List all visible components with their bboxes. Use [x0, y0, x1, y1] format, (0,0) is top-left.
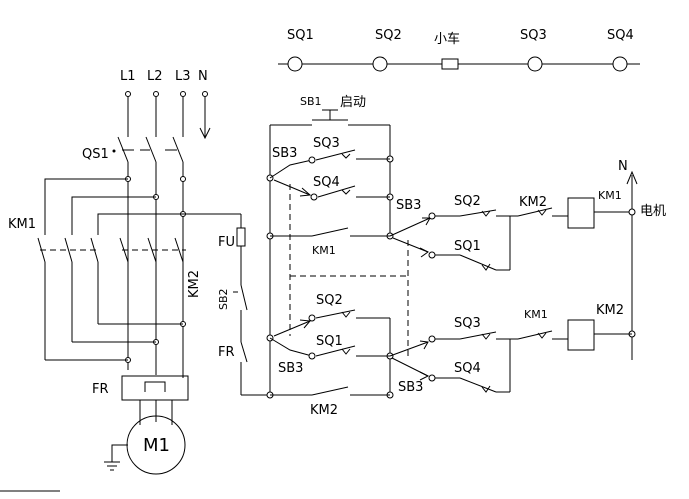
sb3-label-lower: SB3	[278, 361, 303, 376]
km2-coil-label: KM2	[596, 303, 624, 318]
contactor-km1-label: KM1	[8, 217, 36, 232]
sb3-label-upper: SB3	[272, 146, 297, 161]
cart-marker	[441, 58, 459, 70]
sq3-label-ctrl: SQ3	[454, 316, 481, 331]
sq2-label-lower: SQ2	[316, 293, 343, 308]
neutral-label: N	[618, 159, 628, 174]
power-circuit: L1 L2 L3 N QS1	[0, 69, 211, 492]
km1-coil-label: KM1	[598, 189, 622, 202]
km1-coil	[567, 197, 595, 229]
phase-label-l3: L3	[175, 69, 191, 84]
km2-coil	[567, 319, 595, 351]
km2-label-hold: KM2	[310, 403, 338, 418]
sb3-label-bottom: SB3	[398, 380, 423, 395]
phase-label-l1: L1	[120, 69, 136, 84]
track: SQ1 SQ2 小车 SQ3 SQ4	[278, 28, 640, 72]
sq4-label-upper: SQ4	[313, 175, 340, 190]
sb3-label-mid: SB3	[396, 198, 421, 213]
track-label-sq4: SQ4	[607, 28, 634, 43]
limit-switch-sq3-marker	[527, 56, 543, 72]
track-label-sq3: SQ3	[520, 28, 547, 43]
start-button-label: SB1	[300, 95, 322, 108]
thermal-relay	[121, 375, 189, 401]
terminal-l3	[180, 91, 186, 97]
qs1-blade-2	[145, 136, 157, 163]
sq4-label-ctrl: SQ4	[454, 361, 481, 376]
control-fr-label: FR	[218, 345, 235, 360]
contactor-km2-label: KM2	[187, 270, 202, 298]
track-label-sq2: SQ2	[375, 28, 402, 43]
terminal-l1	[125, 91, 131, 97]
qs1-blade-3	[172, 136, 184, 163]
sq3-label-upper: SQ3	[313, 136, 340, 151]
terminal-n	[202, 91, 208, 97]
control-circuit: FU SB2 FR SB1 启动 SQ3 S	[183, 95, 666, 418]
km2-interlock-label: KM2	[519, 195, 547, 210]
phase-label-l2: L2	[147, 69, 163, 84]
motor-label: M1	[143, 435, 170, 456]
isolator-label: QS1	[82, 147, 109, 162]
phase-label-n: N	[198, 69, 208, 84]
motor-text: 电机	[640, 204, 666, 219]
fuse-fu	[236, 227, 246, 247]
km1-interlock-label: KM1	[524, 308, 548, 321]
cart-label: 小车	[434, 31, 460, 47]
limit-switch-sq2-marker	[372, 56, 388, 72]
track-label-sq1: SQ1	[287, 28, 314, 43]
terminal-l2	[153, 91, 159, 97]
limit-switch-sq1-marker	[287, 56, 303, 72]
fuse-label: FU	[218, 235, 235, 250]
km1-label-hold: KM1	[312, 244, 336, 257]
thermal-relay-label: FR	[92, 382, 109, 397]
stop-button-label: SB2	[217, 288, 230, 310]
sq1-label-ctrl: SQ1	[454, 239, 481, 254]
limit-switch-sq4-marker	[612, 56, 628, 72]
sq2-label-ctrl: SQ2	[454, 194, 481, 209]
start-text: 启动	[340, 95, 366, 110]
sq1-label-lower: SQ1	[316, 334, 343, 349]
